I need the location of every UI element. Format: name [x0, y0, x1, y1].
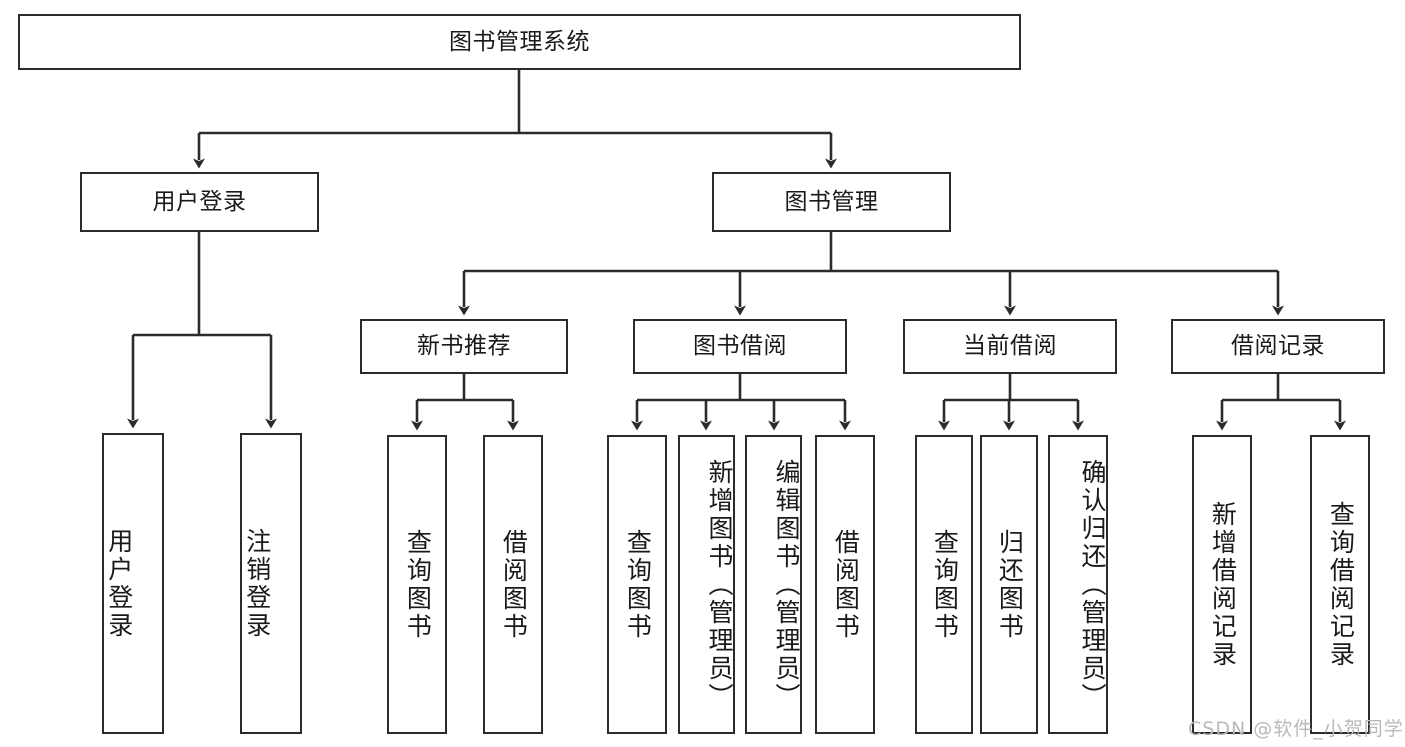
node-book-manage[interactable]: 图书管理 [712, 172, 951, 232]
leaf-borrow-book-1[interactable]: 借阅图书 [483, 435, 543, 734]
node-root[interactable]: 图书管理系统 [18, 14, 1021, 70]
node-current-borrow[interactable]: 当前借阅 [903, 319, 1117, 374]
leaf-user-login[interactable]: 用户登录 [102, 433, 164, 734]
leaf-edit-book[interactable]: 编辑图书（管理员） [745, 435, 802, 734]
csdn-watermark: CSDN @软件_小贺同学 [1188, 718, 1404, 740]
leaf-confirm-return[interactable]: 确认归还（管理员） [1048, 435, 1108, 734]
node-borrow-record[interactable]: 借阅记录 [1171, 319, 1385, 374]
leaf-query-record[interactable]: 查询借阅记录 [1310, 435, 1370, 734]
node-new-book-rec[interactable]: 新书推荐 [360, 319, 568, 374]
leaf-borrow-book-2[interactable]: 借阅图书 [815, 435, 875, 734]
leaf-add-record[interactable]: 新增借阅记录 [1192, 435, 1252, 734]
leaf-return-book[interactable]: 归还图书 [980, 435, 1038, 734]
leaf-query-book-2[interactable]: 查询图书 [607, 435, 667, 734]
leaf-query-book-1[interactable]: 查询图书 [387, 435, 447, 734]
leaf-query-book-3[interactable]: 查询图书 [915, 435, 973, 734]
node-book-borrow[interactable]: 图书借阅 [633, 319, 847, 374]
node-user-login[interactable]: 用户登录 [80, 172, 319, 232]
leaf-add-book[interactable]: 新增图书（管理员） [678, 435, 735, 734]
leaf-logout-login[interactable]: 注销登录 [240, 433, 302, 734]
